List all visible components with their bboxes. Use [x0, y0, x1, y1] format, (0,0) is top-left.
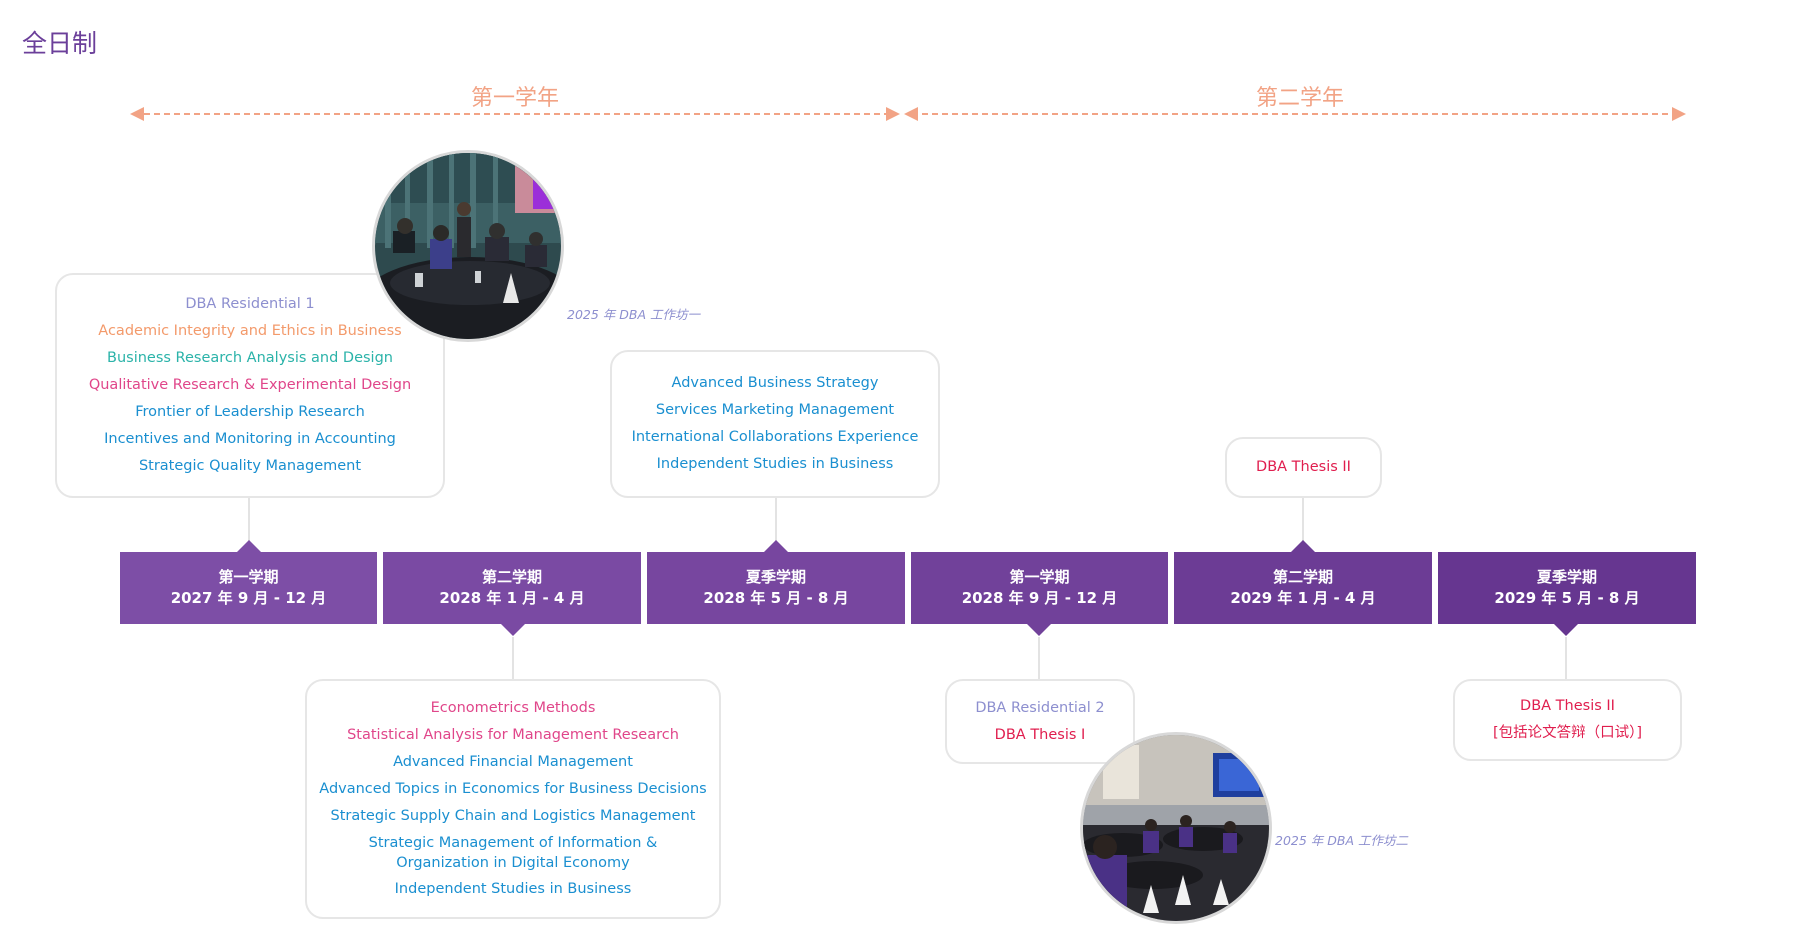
course-item: [包括论文答辩（口试）]	[1493, 720, 1642, 747]
course-item: Independent Studies in Business	[657, 451, 894, 478]
connector-term2	[512, 637, 514, 679]
pointer-down-summer2	[1553, 623, 1579, 636]
course-item: Advanced Topics in Economics for Busines…	[319, 776, 706, 803]
pointer-up-term1	[236, 540, 262, 553]
connector-summer2	[1565, 637, 1567, 679]
course-item: Frontier of Leadership Research	[135, 399, 365, 426]
term-bar-6: 夏季学期 2029 年 5 月 - 8 月	[1438, 552, 1696, 624]
pointer-up-summer1	[763, 540, 789, 553]
course-item: Strategic Management of Information & Or…	[327, 833, 699, 873]
term-date: 2028 年 9 月 - 12 月	[962, 588, 1118, 609]
term-date: 2029 年 5 月 - 8 月	[1494, 588, 1639, 609]
course-item: DBA Residential 2	[975, 695, 1104, 722]
term-bar-2: 第二学期 2028 年 1 月 - 4 月	[383, 552, 641, 624]
workshop-scene-2	[1083, 735, 1269, 921]
workshop-photo-1	[372, 150, 564, 342]
course-item: DBA Thesis II	[1520, 693, 1615, 720]
term-name: 第一学期	[218, 567, 278, 588]
pointer-down-term2	[500, 623, 526, 636]
connector-term1	[248, 498, 250, 542]
term-name: 第二学期	[1273, 567, 1333, 588]
card-term5-courses: DBA Thesis II	[1225, 437, 1382, 498]
term-name: 第二学期	[482, 567, 542, 588]
course-item: Advanced Financial Management	[393, 749, 633, 776]
term-bar-5: 第二学期 2029 年 1 月 - 4 月	[1174, 552, 1432, 624]
term-name: 第一学期	[1009, 567, 1069, 588]
page-title: 全日制	[22, 24, 97, 60]
course-item: Statistical Analysis for Management Rese…	[347, 722, 679, 749]
card-summer2-courses: DBA Thesis II[包括论文答辩（口试）]	[1453, 679, 1682, 761]
term-name: 夏季学期	[746, 567, 806, 588]
course-item: Strategic Supply Chain and Logistics Man…	[331, 803, 696, 830]
term-bar-3: 夏季学期 2028 年 5 月 - 8 月	[647, 552, 905, 624]
term-date: 2029 年 1 月 - 4 月	[1230, 588, 1375, 609]
workshop-caption-2: 2025 年 DBA 工作坊二	[1275, 830, 1408, 849]
course-item: DBA Thesis I	[995, 722, 1086, 749]
pointer-down-term4	[1026, 623, 1052, 636]
course-item: Qualitative Research & Experimental Desi…	[89, 372, 411, 399]
course-item: DBA Residential 1	[185, 291, 314, 318]
workshop-caption-1: 2025 年 DBA 工作坊一	[567, 304, 700, 323]
workshop-photo-2	[1080, 732, 1272, 924]
connector-term4	[1038, 637, 1040, 679]
term-bar-1: 第一学期 2027 年 9 月 - 12 月	[120, 552, 377, 624]
course-item: Business Research Analysis and Design	[107, 345, 393, 372]
workshop-scene-1	[375, 153, 561, 339]
course-item: Econometrics Methods	[431, 695, 596, 722]
connector-term5	[1302, 498, 1304, 542]
course-item: Academic Integrity and Ethics in Busines…	[98, 318, 401, 345]
pointer-up-term5	[1290, 540, 1316, 553]
course-item: DBA Thesis II	[1256, 454, 1351, 481]
course-item: Independent Studies in Business	[395, 876, 632, 903]
term-bar-4: 第一学期 2028 年 9 月 - 12 月	[911, 552, 1168, 624]
course-item: Services Marketing Management	[656, 397, 894, 424]
year-span-arrows	[120, 102, 1700, 126]
course-item: Advanced Business Strategy	[672, 370, 879, 397]
course-item: Strategic Quality Management	[139, 453, 361, 480]
course-item: International Collaborations Experience	[632, 424, 919, 451]
term-name: 夏季学期	[1537, 567, 1597, 588]
term-date: 2028 年 1 月 - 4 月	[439, 588, 584, 609]
connector-summer1	[775, 498, 777, 542]
term-date: 2027 年 9 月 - 12 月	[171, 588, 327, 609]
course-item: Incentives and Monitoring in Accounting	[104, 426, 396, 453]
term-date: 2028 年 5 月 - 8 月	[703, 588, 848, 609]
